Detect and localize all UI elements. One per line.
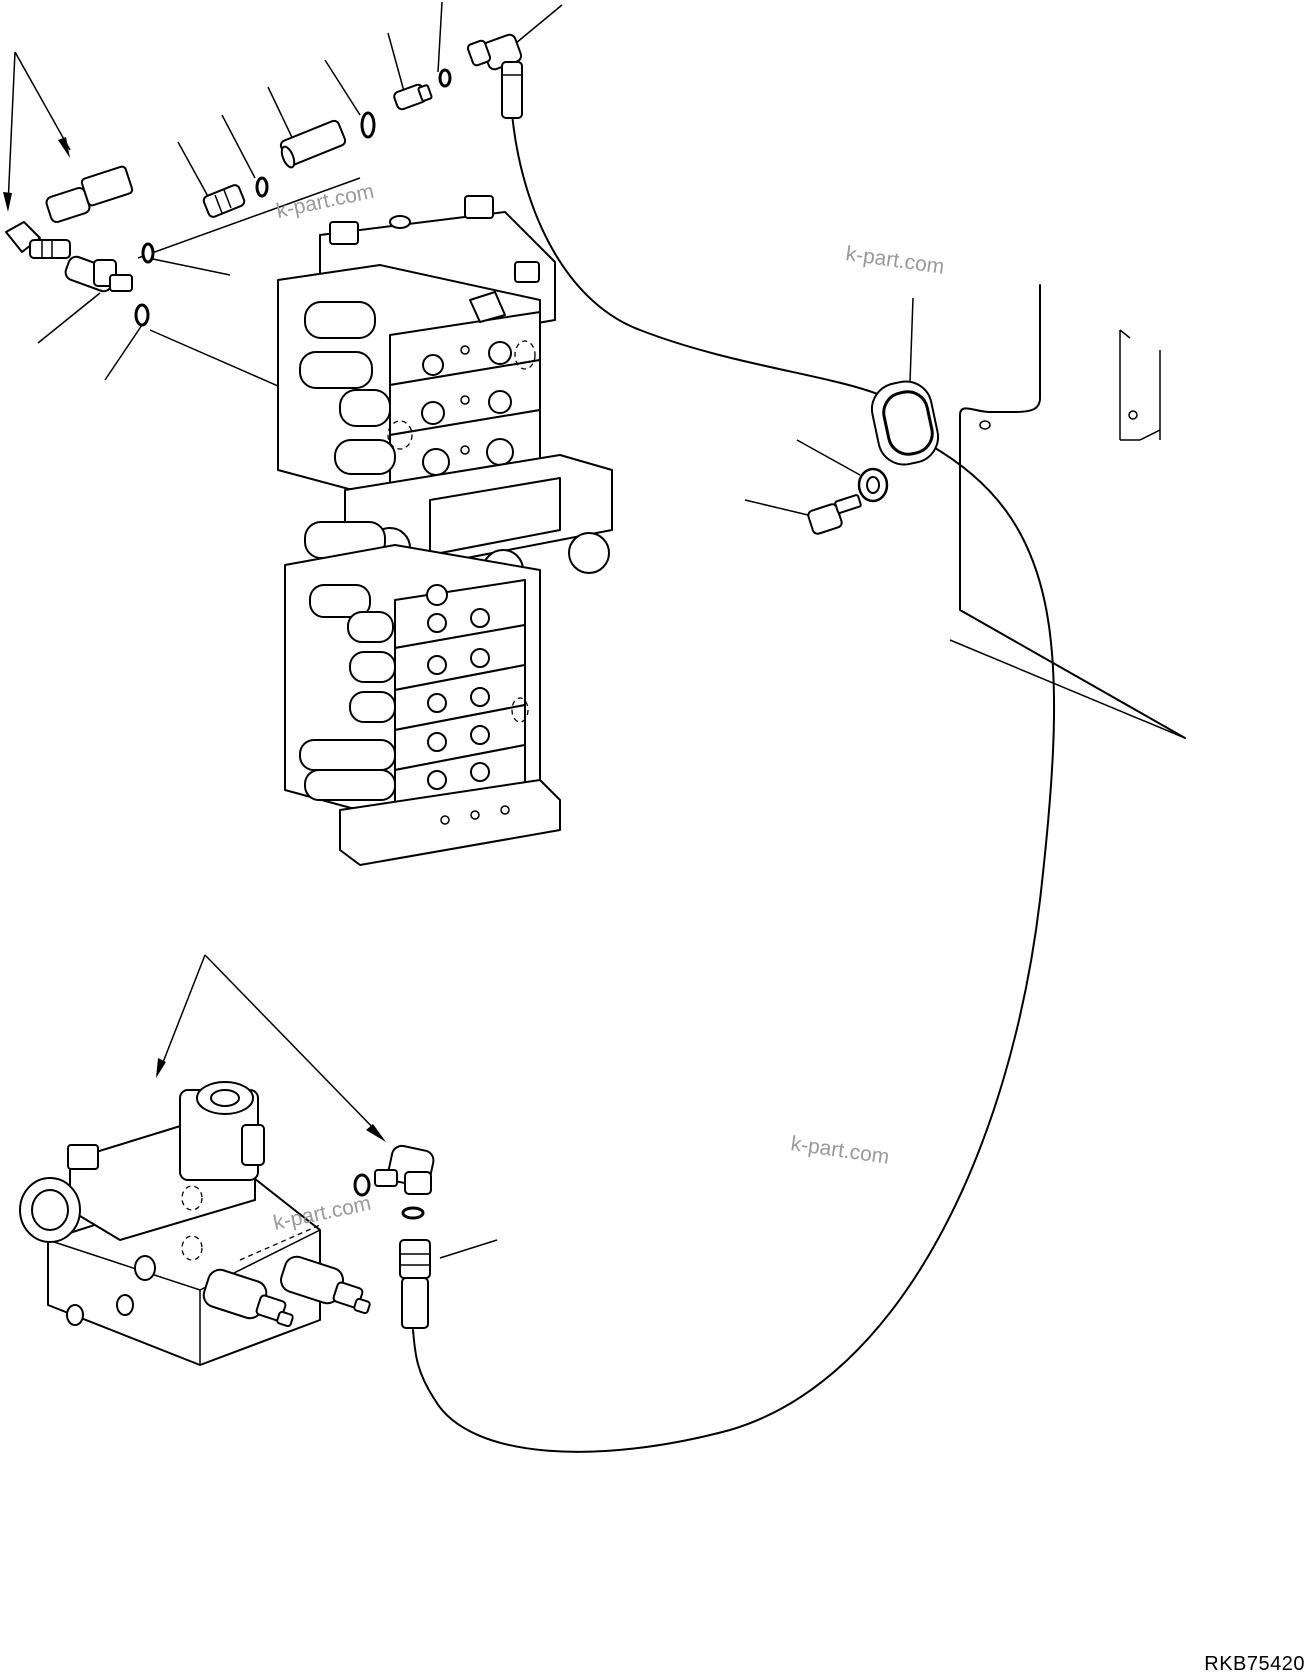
fitting-chain-upper [5,33,523,327]
mounting-bolt [807,494,862,535]
o-ring-2 [360,111,376,139]
grommet [870,380,940,466]
watermark-1: k-part.com [274,180,376,223]
elbow-fitting-lower [374,1144,435,1195]
relief-cartridge-left [202,1268,294,1328]
o-ring-5 [134,303,150,327]
hose-fitting-lower [399,1239,431,1329]
relief-cartridge-right [280,1255,371,1315]
watermark-3: k-part.com [789,1132,890,1169]
hose-end-left [45,165,134,223]
connector-2 [202,184,246,218]
fitting-chain-lower [353,1144,435,1329]
o-ring-7 [401,1206,425,1220]
o-ring-3 [255,176,269,198]
elbow-fitting-left [5,221,71,259]
tee-fitting [64,255,133,293]
drawing-code: RKB75420 [1204,1653,1305,1675]
solenoid-coil [19,1081,265,1243]
o-ring-1 [438,68,452,88]
o-ring-4 [141,242,155,264]
leader-lines [3,1,1186,1259]
connector-1 [393,83,433,111]
solenoid-valve-block [19,1081,371,1366]
watermark-4: k-part.com [271,1192,373,1235]
control-valve-assembly [277,195,613,866]
watermark-2: k-part.com [844,242,945,279]
o-ring-6 [353,1173,371,1197]
washer [857,467,889,503]
straight-sleeve [279,119,347,169]
panel-bulkhead-area [807,284,1186,739]
elbow-fitting-top [466,33,523,119]
